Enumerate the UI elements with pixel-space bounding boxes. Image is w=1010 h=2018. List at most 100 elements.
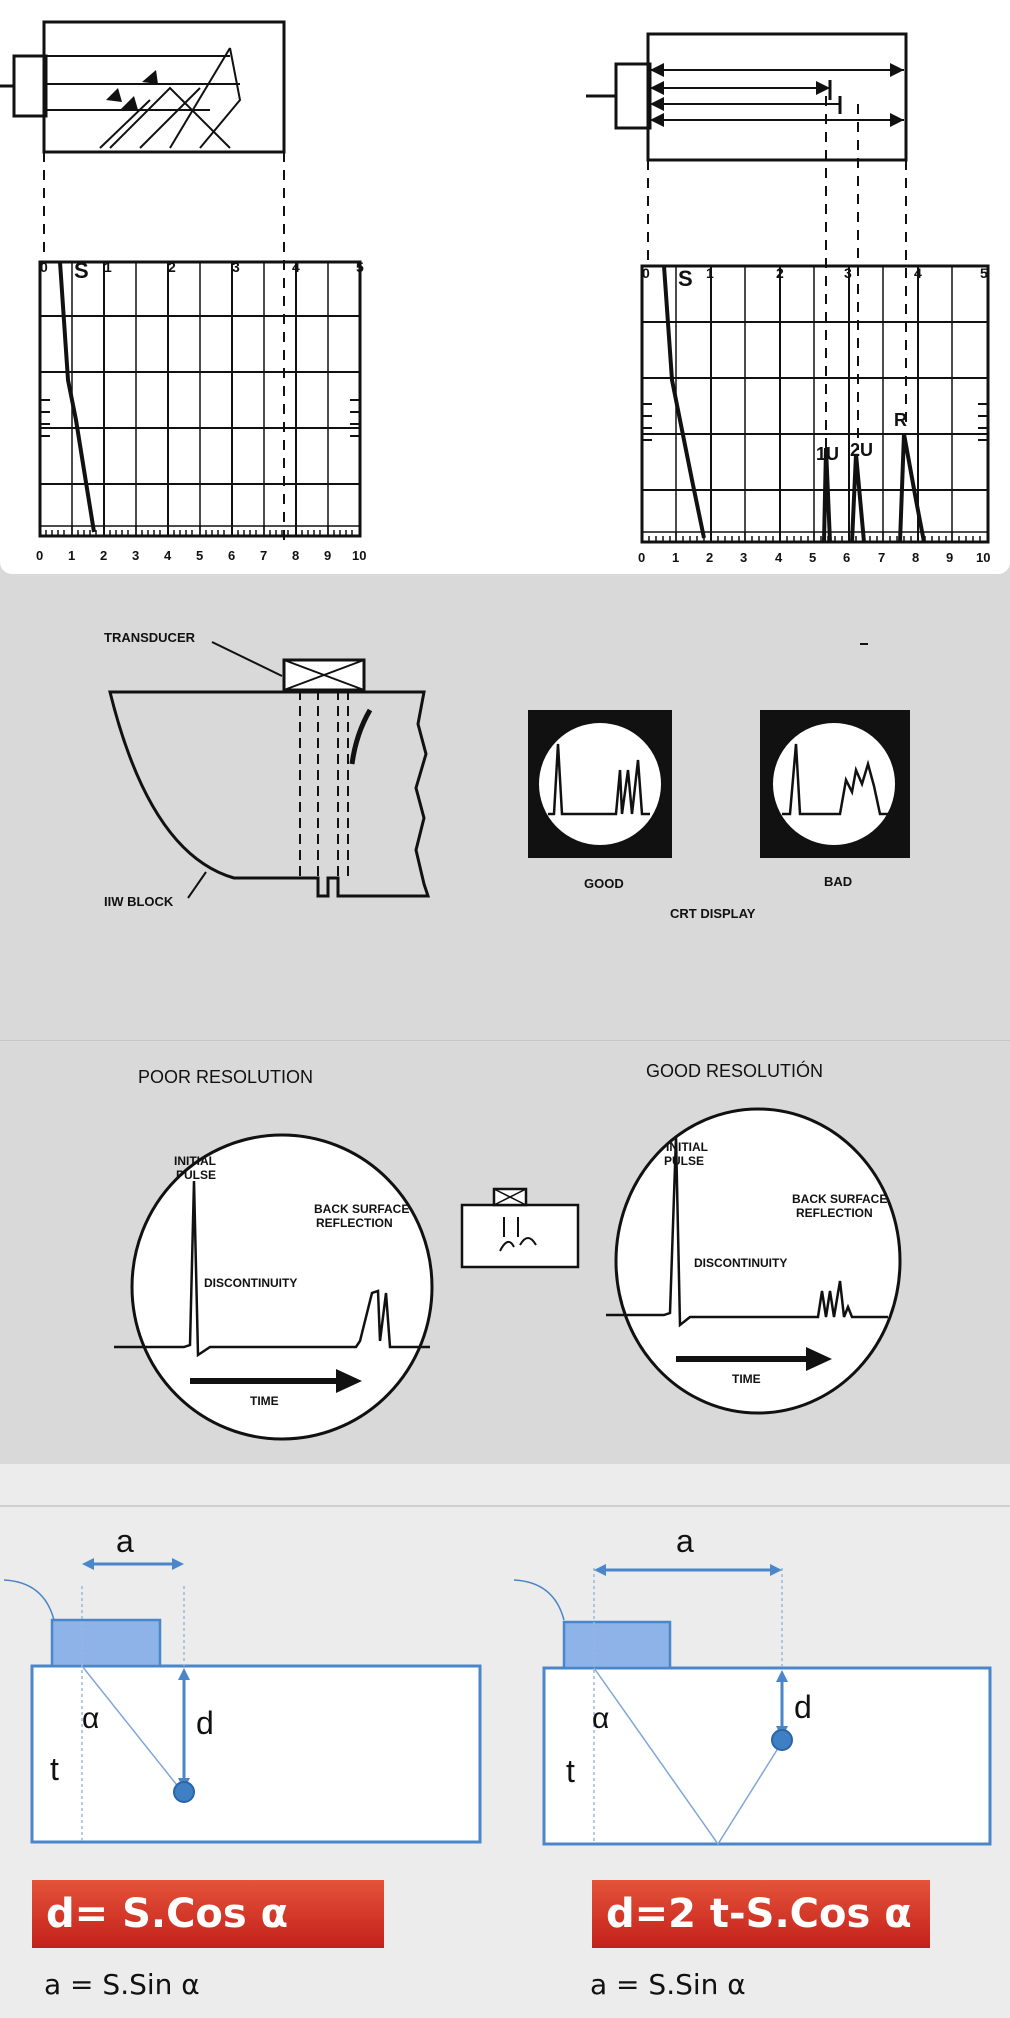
resolution-comparison-panel: POOR RESOLUTION GOOD RESOLUTIÓN INITIAL …	[0, 1040, 1010, 1465]
poor-time-label: TIME	[250, 1394, 279, 1408]
formula-skip-right: a = S.Sin α	[590, 1968, 746, 2001]
left-top-tick-5: 5	[356, 259, 364, 275]
right-bottom-tick-4: 4	[775, 550, 783, 565]
right-top-tick-4: 4	[914, 265, 922, 281]
right-beam-arrows	[650, 63, 904, 127]
right-d-label: d	[794, 1689, 812, 1725]
right-bottom-ticks	[641, 532, 981, 542]
poor-reflection-label: REFLECTION	[316, 1216, 393, 1230]
left-projection-lines	[43, 152, 285, 540]
iiw-block-shape	[108, 690, 431, 898]
left-top-tick-0: 0	[40, 259, 48, 275]
good-back-surface-label: BACK SURFACE	[792, 1192, 887, 1206]
left-geometry	[3, 1558, 482, 1844]
left-s-marker: S	[74, 258, 89, 283]
left-bottom-tick-7: 7	[260, 548, 267, 563]
right-projection-lines	[647, 96, 907, 450]
calibration-diagrams: 0 1 2 3 4 5 S 0 1 2 3 4 5 6 7 8 9 10	[0, 20, 990, 565]
depth-formula-panel: a α d t a α d t	[0, 1464, 1010, 2018]
good-resolution-title: GOOD RESOLUTIÓN	[646, 1060, 823, 1081]
transducer-leader-line	[211, 641, 283, 677]
left-bottom-tick-1: 1	[68, 548, 75, 563]
crt-good-label: GOOD	[584, 876, 624, 891]
iiw-leader-line	[187, 871, 207, 899]
iiw-block-diagram: TRANSDUCER IIW BLOCK	[104, 630, 910, 921]
left-t-label: t	[50, 1751, 59, 1787]
right-top-scale: 0 1 2 3 4 5	[642, 265, 988, 281]
right-top-tick-3: 3	[844, 265, 852, 281]
left-bottom-tick-9: 9	[324, 548, 331, 563]
poor-resolution-title: POOR RESOLUTION	[138, 1067, 313, 1087]
right-a-label: a	[676, 1523, 694, 1559]
right-crt-grid	[640, 264, 990, 544]
left-alpha-label: α	[82, 1702, 99, 1735]
transducer-label: TRANSDUCER	[104, 630, 196, 645]
left-a-label: a	[116, 1523, 134, 1559]
formula-depth-reflected: d=2 t-S.Cos α	[592, 1880, 930, 1948]
poor-labels: INITIAL PULSE BACK SURFACE REFLECTION DI…	[174, 1154, 409, 1408]
left-bottom-tick-2: 2	[100, 548, 107, 563]
left-top-scale: 0 1 2 3 4 5	[40, 259, 364, 275]
left-crt-grid	[38, 260, 362, 538]
right-bottom-tick-0: 0	[638, 550, 645, 565]
left-top-tick-3: 3	[232, 259, 240, 275]
left-d-label: d	[196, 1705, 214, 1741]
left-bottom-tick-3: 3	[132, 548, 139, 563]
echo-1u-label: 1U	[816, 444, 839, 464]
good-resolution-screen	[606, 1107, 902, 1415]
poor-initial-label: INITIAL	[174, 1154, 216, 1168]
right-bottom-tick-7: 7	[878, 550, 885, 565]
echo-r-label: R	[894, 410, 907, 430]
good-time-label: TIME	[732, 1372, 761, 1386]
good-reflection-label: REFLECTION	[796, 1206, 873, 1220]
right-bottom-tick-9: 9	[946, 550, 953, 565]
poor-discontinuity-label: DISCONTINUITY	[204, 1276, 297, 1290]
formula-skip-left: a = S.Sin α	[44, 1968, 200, 2001]
formula-depth-direct: d= S.Cos α	[32, 1880, 384, 1948]
left-bottom-tick-0: 0	[36, 548, 43, 563]
right-bottom-tick-5: 5	[809, 550, 816, 565]
poor-resolution-screen	[114, 1133, 434, 1441]
crt-good	[528, 710, 672, 858]
good-discontinuity-label: DISCONTINUITY	[694, 1256, 787, 1270]
right-bottom-tick-10: 10	[976, 550, 990, 565]
iiw-block-resolution-panel: TRANSDUCER IIW BLOCK	[0, 574, 1010, 1040]
iiw-block-label: IIW BLOCK	[104, 894, 174, 909]
left-beam-arrows	[106, 70, 158, 110]
right-bottom-tick-1: 1	[672, 550, 679, 565]
crt-bad-label: BAD	[824, 874, 852, 889]
right-bottom-scale: 0 1 2 3 4 5 6 7 8 9 10	[638, 550, 990, 565]
good-labels: INITIAL PULSE BACK SURFACE REFLECTION DI…	[664, 1140, 887, 1386]
right-top-tick-0: 0	[642, 265, 650, 281]
left-top-tick-1: 1	[104, 259, 112, 275]
right-top-tick-1: 1	[706, 265, 714, 281]
right-top-tick-2: 2	[776, 265, 784, 281]
good-pulse-label: PULSE	[664, 1154, 704, 1168]
right-geometry	[513, 1564, 992, 1846]
right-bottom-tick-2: 2	[706, 550, 713, 565]
left-bottom-tick-6: 6	[228, 548, 235, 563]
center-test-block	[460, 1187, 580, 1269]
poor-pulse-label: PULSE	[176, 1168, 216, 1182]
left-bottom-tick-4: 4	[164, 548, 172, 563]
left-bottom-tick-5: 5	[196, 548, 203, 563]
beam-path-lines	[299, 690, 349, 896]
echo-2u-label: 2U	[850, 440, 873, 460]
left-top-tick-2: 2	[168, 259, 176, 275]
right-t-label: t	[566, 1753, 575, 1789]
resolution-diagram: POOR RESOLUTION GOOD RESOLUTIÓN INITIAL …	[114, 1060, 902, 1441]
right-bottom-tick-3: 3	[740, 550, 747, 565]
left-block	[0, 20, 286, 154]
left-bottom-scale: 0 1 2 3 4 5 6 7 8 9 10	[36, 548, 366, 563]
poor-back-surface-label: BACK SURFACE	[314, 1202, 409, 1216]
left-bottom-ticks	[39, 526, 353, 536]
right-bottom-tick-6: 6	[843, 550, 850, 565]
left-bottom-tick-10: 10	[352, 548, 366, 563]
right-alpha-label: α	[592, 1702, 609, 1735]
crt-display-label: CRT DISPLAY	[670, 906, 756, 921]
right-bottom-tick-8: 8	[912, 550, 919, 565]
transducer-probe	[282, 658, 366, 692]
left-top-tick-4: 4	[292, 259, 300, 275]
crt-bad	[760, 710, 910, 858]
